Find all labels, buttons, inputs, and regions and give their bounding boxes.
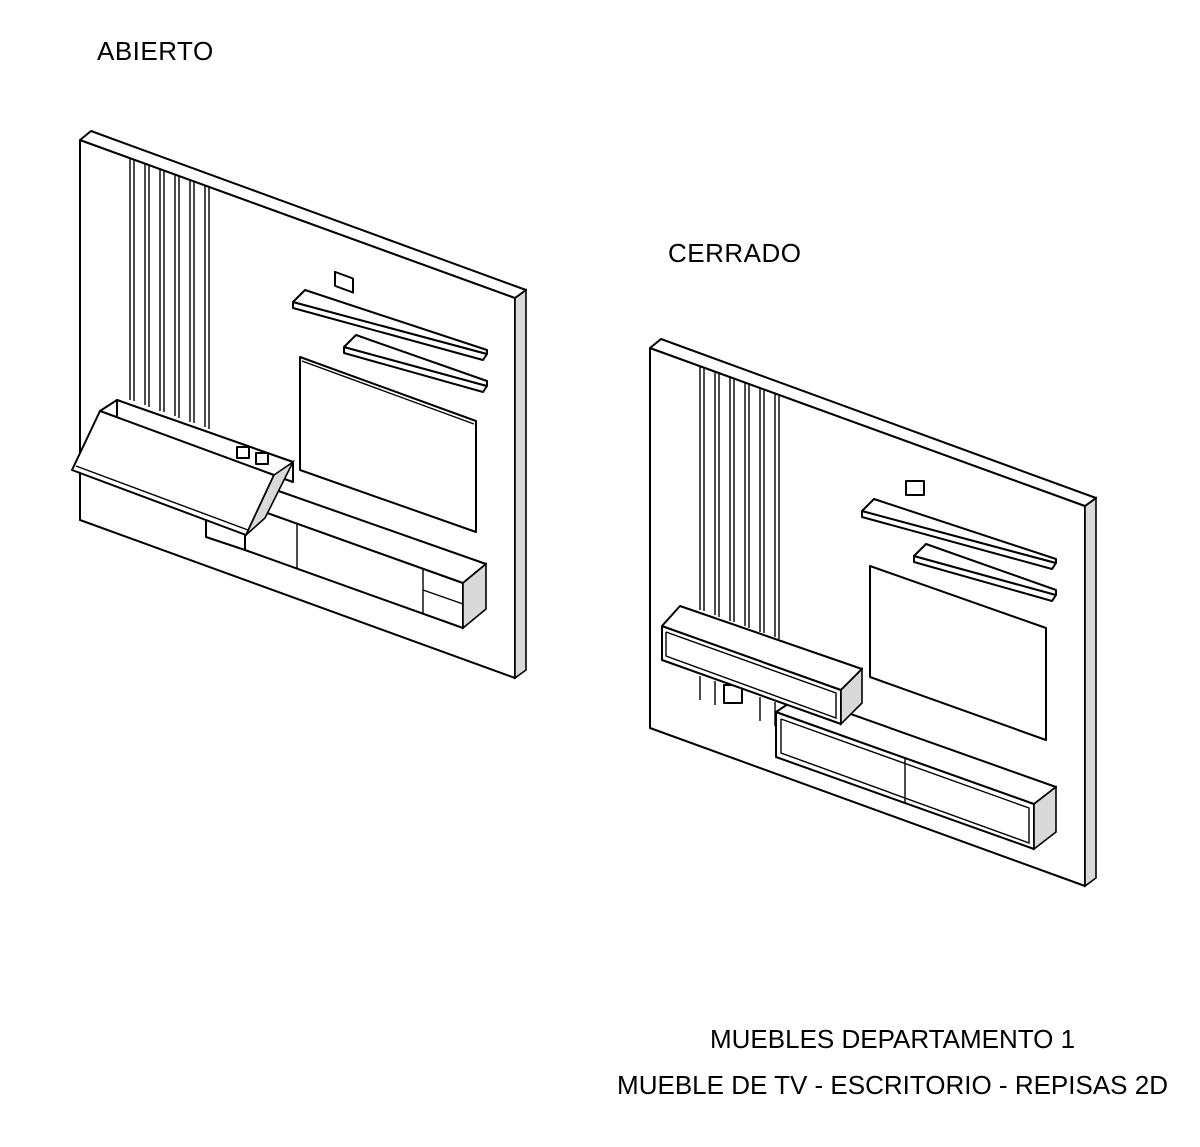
wall-panel-side (514, 288, 527, 680)
title-line-1: MUEBLES DEPARTAMENTO 1 (709, 1024, 1076, 1054)
desk-open (71, 399, 296, 536)
vertical-slats (129, 158, 210, 429)
view-label-open: ABIERTO (97, 36, 214, 66)
title-block: MUEBLES DEPARTAMENTO 1 MUEBLE DE TV - ES… (617, 1016, 1168, 1108)
wall-panel-side (1084, 496, 1097, 888)
furniture-drawing-closed (649, 338, 1097, 888)
tv-cabinet (775, 695, 1057, 851)
wall-panel-top (649, 338, 1097, 507)
upper-shelf (292, 289, 488, 361)
tv-screen (869, 565, 1047, 741)
desk-closed (661, 605, 863, 726)
vertical-slats (699, 367, 780, 726)
title-line-2: MUEBLE DE TV - ESCRITORIO - REPISAS 2D (617, 1070, 1168, 1100)
view-label-closed: CERRADO (668, 238, 802, 268)
tv-cabinet (205, 487, 487, 630)
lower-shelf (343, 334, 488, 393)
switch-plate (334, 270, 354, 294)
switch-plate (905, 480, 925, 496)
furniture-drawing-open (71, 130, 527, 680)
upper-shelf (861, 498, 1057, 570)
wall-panel-top (79, 130, 527, 299)
lower-shelf (913, 543, 1057, 602)
tv-screen (299, 356, 477, 533)
